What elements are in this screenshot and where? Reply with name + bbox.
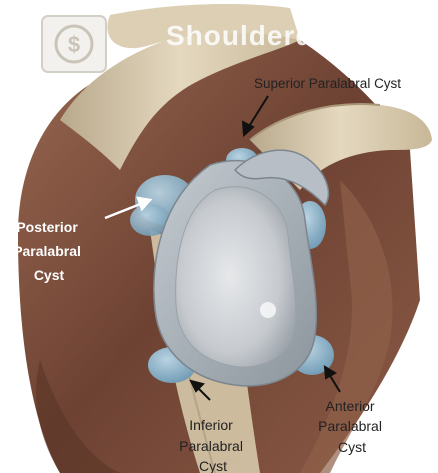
shoulderdoc-logo-icon: $ [42, 16, 106, 72]
superior-cyst-label: Superior Paralabral Cyst [254, 76, 401, 91]
glenoid-surface [176, 187, 296, 367]
watermark-text: Shoulderdoc.co.uk [166, 20, 435, 51]
svg-text:$: $ [68, 32, 80, 57]
